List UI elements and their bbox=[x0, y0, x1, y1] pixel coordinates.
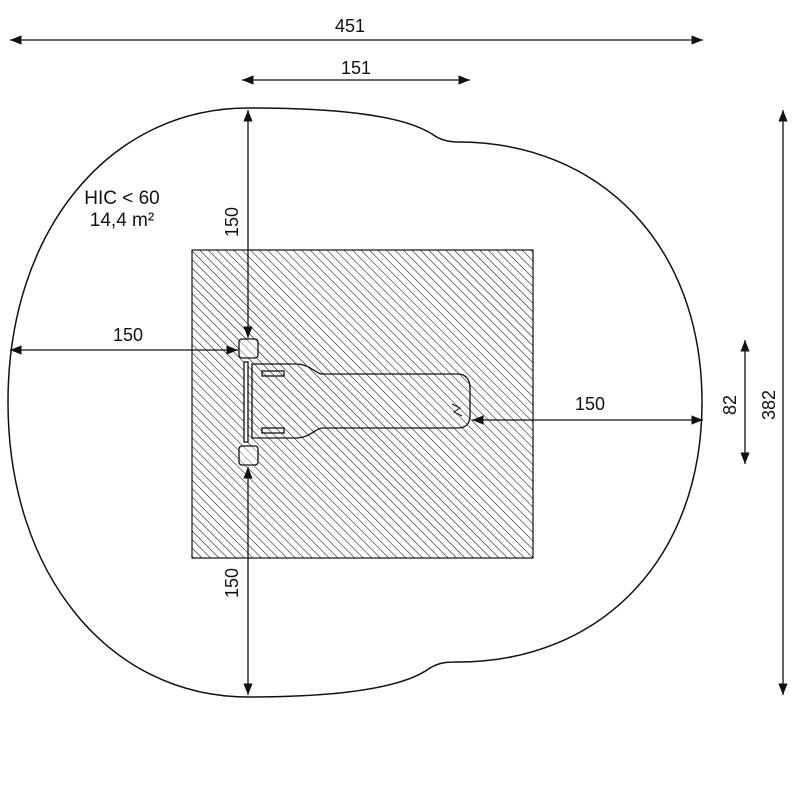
equipment-width-label: 151 bbox=[340, 58, 372, 78]
hic-label: HIC < 60 bbox=[84, 188, 160, 209]
area-label: 14,4 m² bbox=[89, 210, 155, 231]
right-clearance-label: 150 bbox=[574, 394, 606, 414]
safety-zone-outline bbox=[7, 107, 703, 698]
left-clearance-label: 150 bbox=[112, 325, 144, 345]
total-width-label: 451 bbox=[334, 16, 366, 36]
top-clearance-label: 150 bbox=[222, 206, 242, 238]
equipment-boat-seesaw bbox=[238, 338, 471, 466]
equipment-depth-label: 82 bbox=[720, 394, 740, 416]
area-info: HIC < 60 14,4 m² bbox=[84, 188, 160, 232]
bottom-clearance-label: 150 bbox=[222, 567, 242, 599]
total-depth-label: 382 bbox=[759, 389, 779, 421]
